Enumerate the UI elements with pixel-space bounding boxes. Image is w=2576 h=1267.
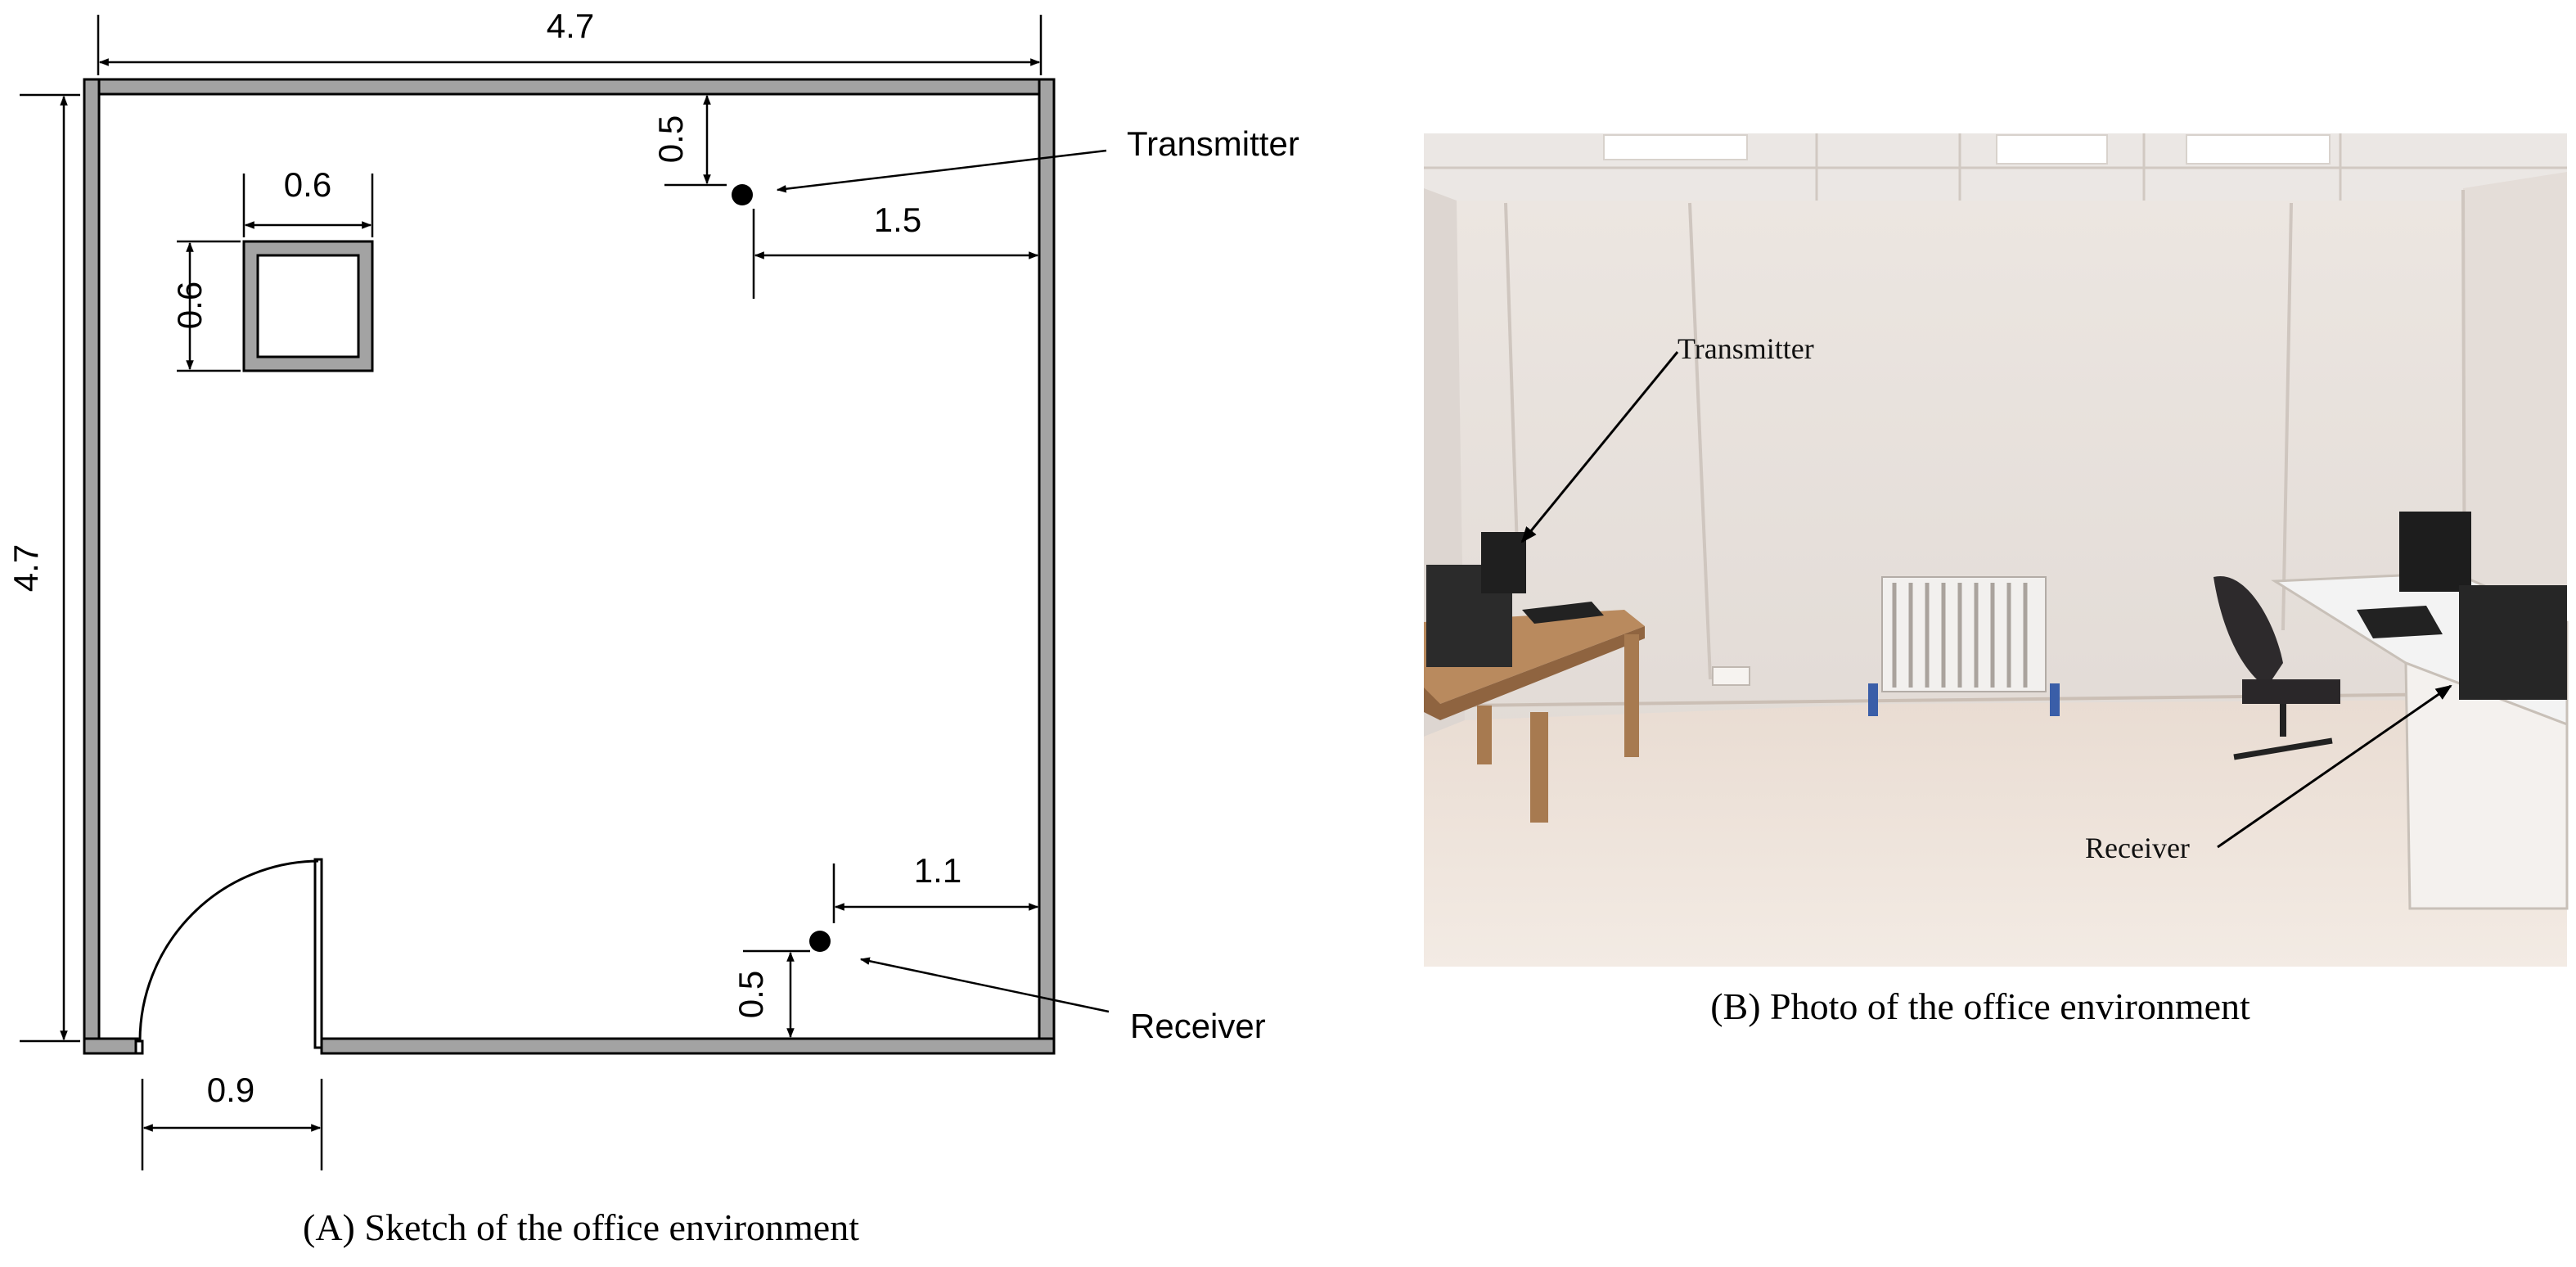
door-width-value: 0.9: [207, 1071, 254, 1109]
photo-receiver-arrow: [2217, 684, 2452, 849]
office-photo: Transmitter Receiver (B) Photo of the of…: [1424, 133, 2569, 1027]
transmitter-callout-arrow: [776, 149, 1107, 193]
transmitter-point: [732, 184, 753, 205]
transmitter-label: Transmitter: [1127, 124, 1299, 163]
sketch-caption: (A) Sketch of the office environment: [303, 1206, 859, 1248]
room-sketch: Transmitter Receiver: [7, 7, 1299, 1248]
room-width-value: 4.7: [547, 7, 594, 45]
radiator: [1868, 576, 2060, 716]
photo-caption: (B) Photo of the office environment: [1710, 985, 2250, 1027]
receiver-point: [809, 931, 831, 952]
receiver-callout-arrow: [859, 957, 1110, 1013]
transmitter-right-value: 1.5: [874, 201, 921, 239]
pillar-width-value: 0.6: [284, 165, 331, 204]
photo-receiver-label: Receiver: [2085, 832, 2190, 864]
dimension-lines: [20, 15, 1043, 1170]
pillar-height-value: 0.6: [170, 282, 209, 329]
receiver-label: Receiver: [1130, 1007, 1266, 1045]
door: [134, 858, 323, 1055]
transmitter-top-value: 0.5: [651, 115, 690, 163]
receiver-right-value: 1.1: [914, 851, 961, 890]
room-height-value: 4.7: [7, 544, 45, 592]
left-desk: [1424, 532, 1645, 823]
receiver-bottom-value: 0.5: [732, 971, 770, 1018]
right-desk: [2213, 512, 2569, 910]
photo-transmitter-arrow: [1520, 351, 1679, 543]
pillar: [242, 240, 374, 372]
photo-transmitter-label: Transmitter: [1678, 332, 1814, 365]
